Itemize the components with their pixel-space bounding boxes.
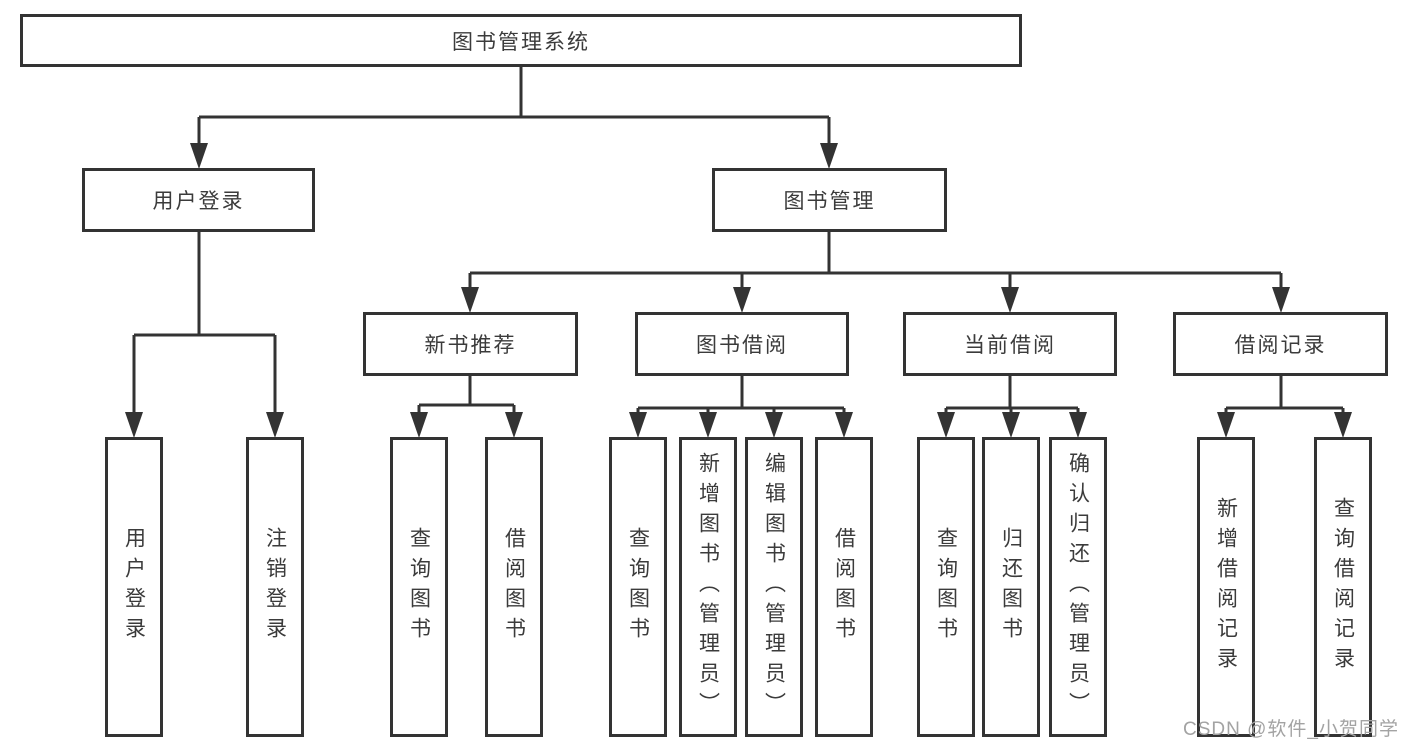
leaf-current-query-books: 查询图书 bbox=[917, 437, 975, 737]
node-book-management: 图书管理 bbox=[712, 168, 947, 232]
leaf-current-return-books: 归还图书 bbox=[982, 437, 1040, 737]
watermark: CSDN @软件_小贺同学 bbox=[1183, 719, 1399, 740]
arrowhead-icons bbox=[125, 143, 1352, 438]
leaf-records-query-record: 查询借阅记录 bbox=[1314, 437, 1372, 737]
node-root-system: 图书管理系统 bbox=[20, 14, 1022, 67]
node-current-borrow: 当前借阅 bbox=[903, 312, 1117, 376]
leaf-current-confirm-return-admin: 确认归还（管理员） bbox=[1049, 437, 1107, 737]
leaf-records-add-record: 新增借阅记录 bbox=[1197, 437, 1255, 737]
leaf-borrow-query-books: 查询图书 bbox=[609, 437, 667, 737]
node-new-book-recommend: 新书推荐 bbox=[363, 312, 578, 376]
leaf-logout: 注销登录 bbox=[246, 437, 304, 737]
leaf-user-login: 用户登录 bbox=[105, 437, 163, 737]
leaf-borrow-add-book-admin: 新增图书（管理员） bbox=[679, 437, 737, 737]
node-borrow-records: 借阅记录 bbox=[1173, 312, 1388, 376]
leaf-borrow-edit-book-admin: 编辑图书（管理员） bbox=[745, 437, 803, 737]
leaf-recommend-query-books: 查询图书 bbox=[390, 437, 448, 737]
leaf-borrow-borrow-books: 借阅图书 bbox=[815, 437, 873, 737]
leaf-recommend-borrow-books: 借阅图书 bbox=[485, 437, 543, 737]
node-user-login: 用户登录 bbox=[82, 168, 315, 232]
node-book-borrow: 图书借阅 bbox=[635, 312, 849, 376]
